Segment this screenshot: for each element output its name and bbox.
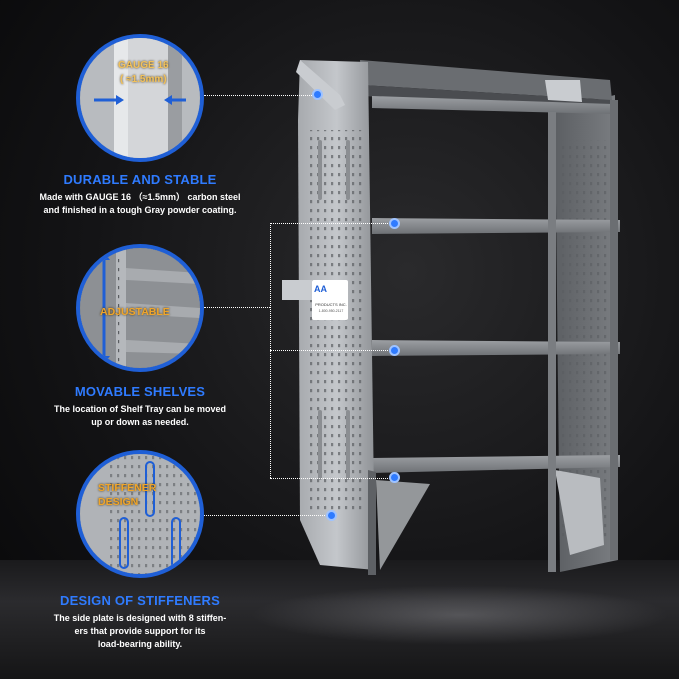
callout-title-movable: MOVABLE SHELVES xyxy=(74,384,206,399)
floor xyxy=(0,560,679,679)
floor-reflection xyxy=(250,585,670,645)
marker-dot-shelf-1 xyxy=(389,218,400,229)
callout-desc-stiffeners-3: load-bearing ability. xyxy=(97,639,183,649)
shelf-1 xyxy=(372,218,620,234)
callout-desc-durable-1: Made with GAUGE 16 （≈1.5mm） carbon steel xyxy=(39,192,241,202)
callout-desc-stiffeners-1: The side plate is designed with 8 stiffe… xyxy=(53,613,227,623)
callout-desc-durable-2: and finished in a tough Gray powder coat… xyxy=(43,205,237,215)
shelf-top xyxy=(372,96,612,114)
stiffener-label-1: STIFFENER xyxy=(98,482,157,494)
shelf-3 xyxy=(372,455,620,473)
connector-line-2b xyxy=(270,350,390,351)
marker-dot-shelf-3 xyxy=(389,472,400,483)
connector-line-2c xyxy=(270,478,390,479)
manufacturer-label: AA PRODUCTS INC. 1-800-950-2117 xyxy=(312,280,348,320)
callout-desc-movable-1: The location of Shelf Tray can be moved xyxy=(53,404,227,414)
stiffener-label-2: DESIGN xyxy=(98,496,139,508)
brand-name: PRODUCTS INC. xyxy=(315,302,347,307)
gauge-label: GAUGE 16 xyxy=(118,60,169,71)
adjustable-label: ADJUSTABLE xyxy=(100,306,170,318)
marker-dot-stiffener xyxy=(326,510,337,521)
brand-logo: AA xyxy=(314,284,327,294)
marker-dot-shelf-2 xyxy=(389,345,400,356)
callout-title-stiffeners: DESIGN OF STIFFENERS xyxy=(59,593,220,608)
adjustable-closeup: ADJUSTABLE xyxy=(76,244,204,372)
callout-desc-stiffeners-2: ers that provide support for its xyxy=(74,626,206,636)
callout-title-durable: DURABLE AND STABLE xyxy=(63,172,217,187)
gauge-closeup: GAUGE 16 ( ≈1.5mm) xyxy=(76,34,204,162)
side-bracket xyxy=(282,280,312,300)
right-brace xyxy=(555,470,604,555)
shelf-2 xyxy=(372,340,620,356)
connector-line-2a xyxy=(270,223,390,224)
callout-desc-movable-2: up or down as needed. xyxy=(91,417,189,427)
connector-line-1 xyxy=(204,95,316,96)
gauge-thickness: ( ≈1.5mm) xyxy=(120,74,167,85)
mounting-bracket-right xyxy=(545,80,582,102)
brand-phone: 1-800-950-2117 xyxy=(318,309,344,313)
connector-line-2d xyxy=(204,307,270,308)
stiffener-closeup: STIFFENER DESIGN xyxy=(76,450,204,578)
marker-dot-top xyxy=(312,89,323,100)
mounting-bracket-left xyxy=(296,60,345,110)
connector-line-2v xyxy=(270,223,271,478)
connector-line-3 xyxy=(204,515,329,516)
